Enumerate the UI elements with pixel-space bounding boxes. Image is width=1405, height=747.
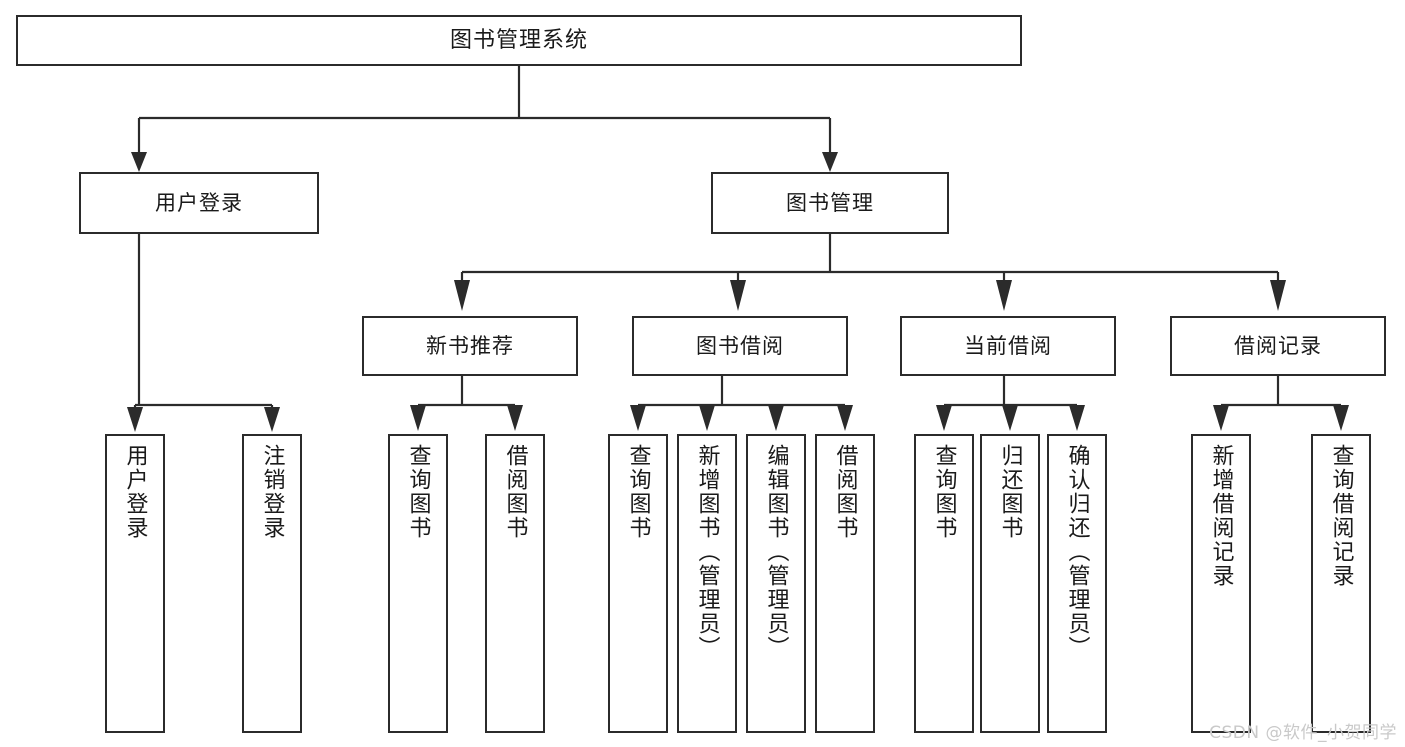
node-new-book-recommend[interactable]: 新书推荐 xyxy=(362,316,578,376)
arrowhead-borrow-record xyxy=(1270,280,1286,311)
node-leaf-user-login-label: 用户登录 xyxy=(122,444,148,540)
node-leaf-return-book-label: 归还图书 xyxy=(997,444,1023,540)
arrowhead-leaf-query-book-3 xyxy=(936,405,952,431)
node-root-label: 图书管理系统 xyxy=(449,27,588,53)
node-leaf-borrow-book-1[interactable]: 借阅图书 xyxy=(485,434,545,733)
node-root[interactable]: 图书管理系统 xyxy=(16,15,1022,66)
node-leaf-query-book-1-label: 查询图书 xyxy=(405,444,431,540)
arrowhead-leaf-query-book-2 xyxy=(630,405,646,431)
node-leaf-borrow-book-2-label: 借阅图书 xyxy=(832,444,858,540)
node-book-borrow[interactable]: 图书借阅 xyxy=(632,316,848,376)
node-leaf-query-record-label: 查询借阅记录 xyxy=(1328,444,1354,588)
node-leaf-add-book-label: 新增图书（管理员） xyxy=(694,444,720,660)
node-leaf-confirm-return-label: 确认归还（管理员） xyxy=(1064,444,1090,660)
node-user-login[interactable]: 用户登录 xyxy=(79,172,319,234)
node-user-login-label: 用户登录 xyxy=(155,190,243,215)
arrowhead-user-login xyxy=(131,152,147,172)
node-book-borrow-label: 图书借阅 xyxy=(696,333,784,358)
node-leaf-logout-login[interactable]: 注销登录 xyxy=(242,434,302,733)
arrowhead-leaf-logout-login xyxy=(264,407,280,432)
node-leaf-confirm-return[interactable]: 确认归还（管理员） xyxy=(1047,434,1107,733)
arrowhead-leaf-query-book-1 xyxy=(410,405,426,431)
node-leaf-query-book-3[interactable]: 查询图书 xyxy=(914,434,974,733)
arrowhead-book-management xyxy=(822,152,838,172)
node-leaf-query-book-2[interactable]: 查询图书 xyxy=(608,434,668,733)
node-leaf-query-book-1[interactable]: 查询图书 xyxy=(388,434,448,733)
arrowhead-current-borrow xyxy=(996,280,1012,311)
node-book-management-label: 图书管理 xyxy=(786,190,874,215)
arrowhead-leaf-edit-book xyxy=(768,405,784,431)
node-leaf-user-login[interactable]: 用户登录 xyxy=(105,434,165,733)
node-leaf-edit-book-label: 编辑图书（管理员） xyxy=(763,444,789,660)
node-leaf-borrow-book-1-label: 借阅图书 xyxy=(502,444,528,540)
node-current-borrow-label: 当前借阅 xyxy=(964,333,1052,358)
node-leaf-add-record-label: 新增借阅记录 xyxy=(1208,444,1234,588)
node-leaf-query-book-3-label: 查询图书 xyxy=(931,444,957,540)
node-leaf-query-book-2-label: 查询图书 xyxy=(625,444,651,540)
node-leaf-query-record[interactable]: 查询借阅记录 xyxy=(1311,434,1371,733)
arrowhead-new-book-recommend xyxy=(454,280,470,311)
arrowhead-leaf-add-book xyxy=(699,405,715,431)
arrowhead-leaf-add-record xyxy=(1213,405,1229,431)
node-leaf-edit-book[interactable]: 编辑图书（管理员） xyxy=(746,434,806,733)
arrowhead-leaf-user-login xyxy=(127,407,143,432)
arrowhead-leaf-borrow-book-1 xyxy=(507,405,523,431)
arrowhead-leaf-confirm-return xyxy=(1069,405,1085,431)
node-new-book-recommend-label: 新书推荐 xyxy=(426,333,514,358)
node-leaf-logout-login-label: 注销登录 xyxy=(259,444,285,540)
arrowhead-leaf-return-book xyxy=(1002,405,1018,431)
node-leaf-borrow-book-2[interactable]: 借阅图书 xyxy=(815,434,875,733)
node-leaf-return-book[interactable]: 归还图书 xyxy=(980,434,1040,733)
node-borrow-record-label: 借阅记录 xyxy=(1234,333,1322,358)
arrowhead-book-borrow xyxy=(730,280,746,311)
watermark-text: CSDN @软件_小贺同学 xyxy=(1209,723,1397,743)
arrowhead-leaf-query-record xyxy=(1333,405,1349,431)
node-current-borrow[interactable]: 当前借阅 xyxy=(900,316,1116,376)
node-borrow-record[interactable]: 借阅记录 xyxy=(1170,316,1386,376)
node-leaf-add-book[interactable]: 新增图书（管理员） xyxy=(677,434,737,733)
arrowhead-leaf-borrow-book-2 xyxy=(837,405,853,431)
node-book-management[interactable]: 图书管理 xyxy=(711,172,949,234)
node-leaf-add-record[interactable]: 新增借阅记录 xyxy=(1191,434,1251,733)
